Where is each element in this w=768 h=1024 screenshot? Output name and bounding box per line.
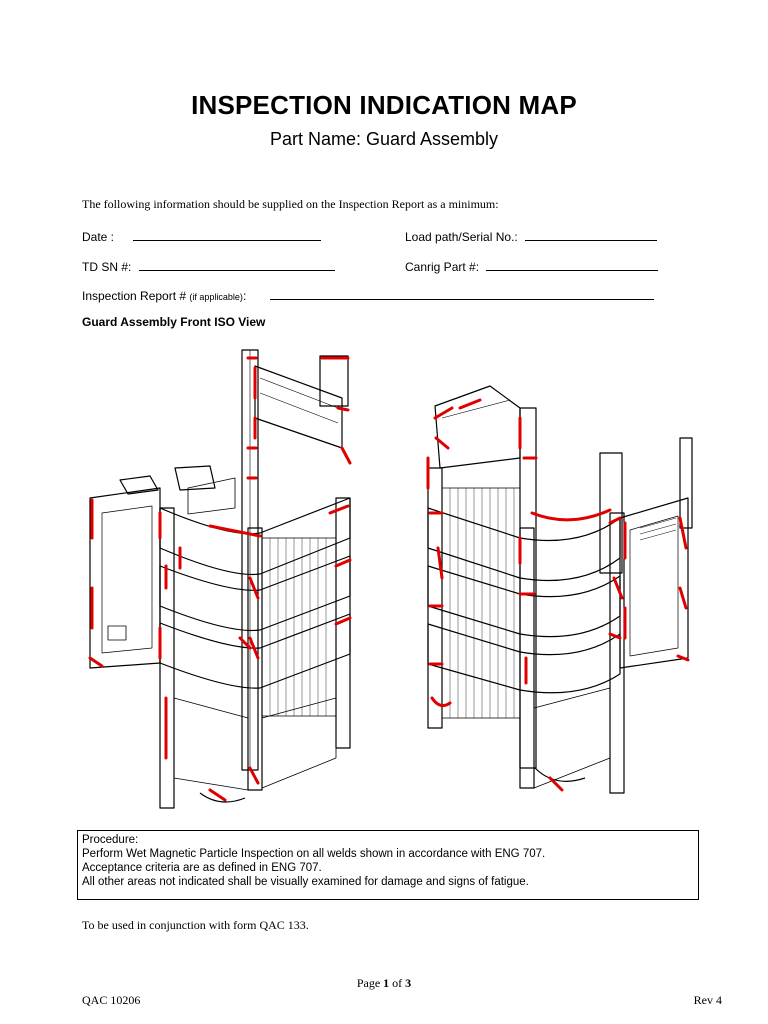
inspection-report-qualifier: (if applicable) <box>189 292 243 302</box>
procedure-box: Procedure: Perform Wet Magnetic Particle… <box>77 830 699 900</box>
load-path-blank[interactable] <box>525 229 658 241</box>
inspection-report-label: Inspection Report # <box>82 289 187 303</box>
procedure-line: All other areas not indicated shall be v… <box>82 876 529 888</box>
page-current: 1 <box>383 976 390 990</box>
page-of: of <box>392 976 403 990</box>
page-prefix: Page <box>356 976 381 990</box>
section-heading: Guard Assembly Front ISO View <box>82 315 266 329</box>
usage-note: To be used in conjunction with form QAC … <box>82 918 309 932</box>
canrig-part-field: Canrig Part #: <box>405 259 659 274</box>
right-iso-view <box>426 385 693 794</box>
inspection-report-colon: : <box>242 289 247 303</box>
date-blank[interactable] <box>133 229 322 241</box>
part-name: Part Name: Guard Assembly <box>269 129 499 149</box>
td-sn-field: TD SN #: <box>82 259 335 274</box>
inspection-report-blank[interactable] <box>269 288 654 300</box>
date-field: Date : <box>82 229 322 244</box>
canrig-part-blank[interactable] <box>486 259 659 271</box>
procedure-heading: Procedure: <box>82 834 139 846</box>
date-label: Date : <box>82 230 115 244</box>
td-sn-label: TD SN #: <box>82 260 132 274</box>
page-title: INSPECTION INDICATION MAP <box>191 90 577 120</box>
intro-text: The following information should be supp… <box>82 197 499 211</box>
guard-assembly-drawing <box>88 349 693 809</box>
page-number: Page 1 of 3 <box>0 976 768 991</box>
td-sn-blank[interactable] <box>138 259 335 271</box>
load-path-label: Load path/Serial No.: <box>405 230 518 244</box>
load-path-field: Load path/Serial No.: <box>405 229 658 244</box>
doc-number: QAC 10206 <box>82 993 141 1007</box>
left-iso-view <box>88 349 352 809</box>
page-total: 3 <box>405 976 412 990</box>
revision: Rev 4 <box>693 993 722 1007</box>
inspection-report-field: Inspection Report # (if applicable): <box>82 288 654 303</box>
procedure-line: Perform Wet Magnetic Particle Inspection… <box>82 848 546 860</box>
procedure-line: Acceptance criteria are as defined in EN… <box>82 862 322 874</box>
canrig-part-label: Canrig Part #: <box>405 260 480 274</box>
